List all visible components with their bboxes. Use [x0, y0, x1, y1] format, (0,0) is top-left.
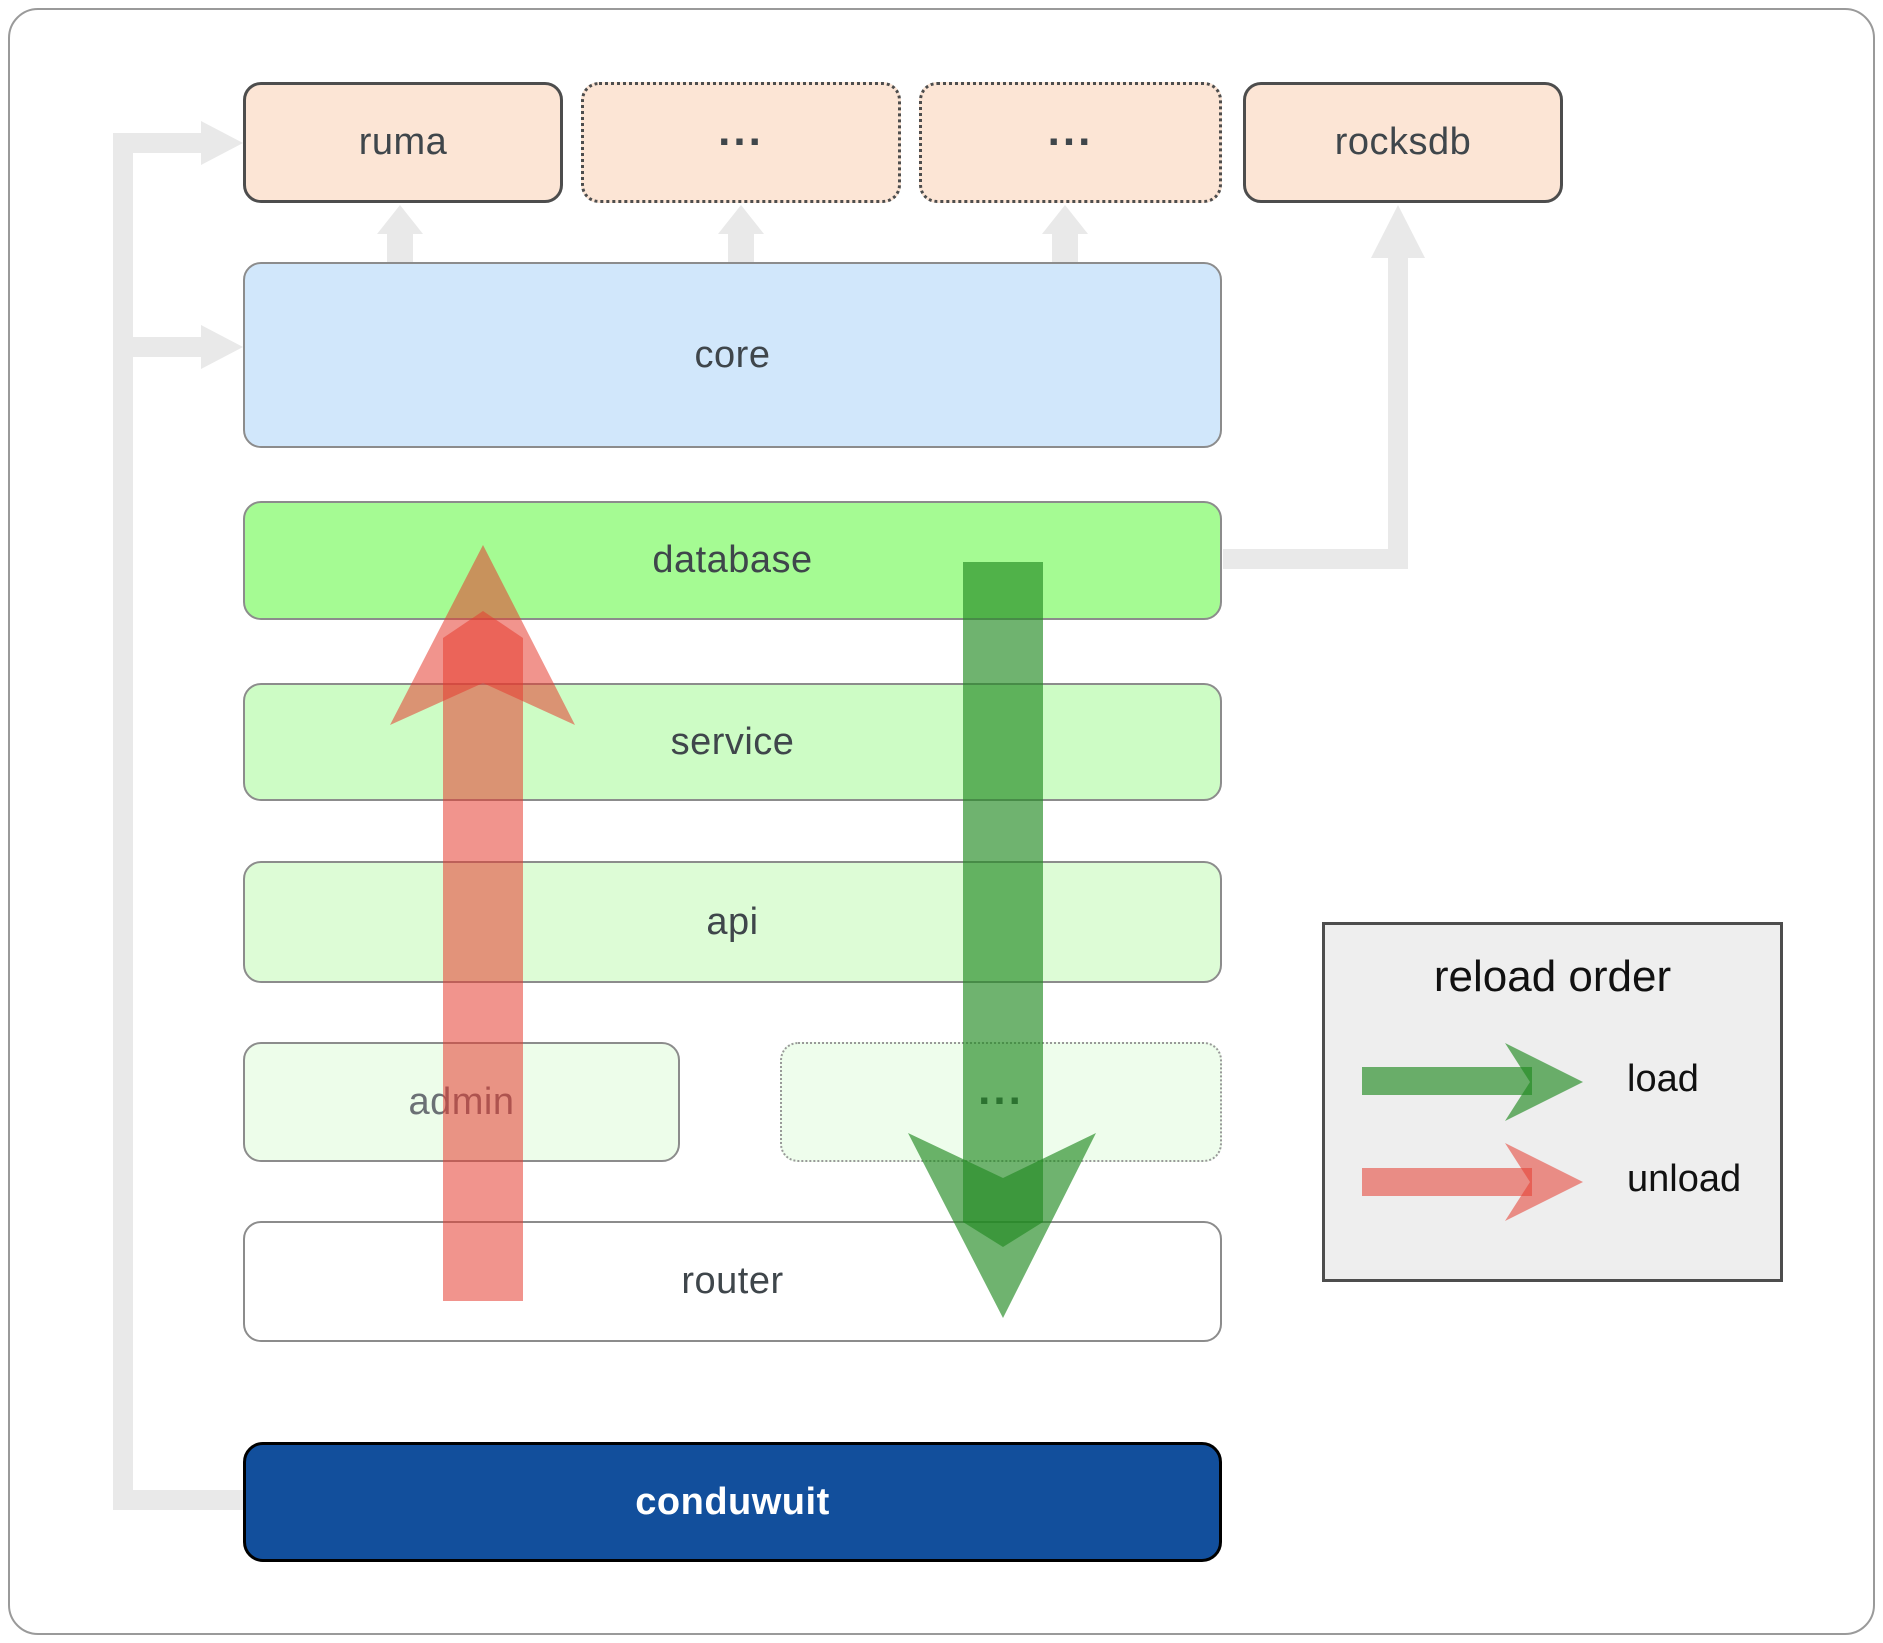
- box-rocksdb: rocksdb: [1243, 82, 1563, 203]
- box-more-services-label: ...: [978, 1065, 1024, 1114]
- box-router-label: router: [681, 1260, 784, 1302]
- box-dependency-2: ...: [919, 82, 1222, 203]
- box-database: database: [243, 501, 1222, 620]
- box-ruma-label: ruma: [358, 121, 448, 163]
- box-rocksdb-label: rocksdb: [1334, 121, 1472, 163]
- box-dependency-2-label: ...: [1047, 105, 1094, 155]
- box-database-label: database: [652, 539, 813, 581]
- box-core-label: core: [694, 333, 771, 376]
- box-admin: admin: [243, 1042, 680, 1162]
- box-api: api: [243, 861, 1222, 983]
- box-more-services: ...: [780, 1042, 1222, 1162]
- diagram-outer-frame: [8, 8, 1875, 1635]
- legend-unload-label: unload: [1627, 1158, 1742, 1200]
- box-core: core: [243, 262, 1222, 448]
- box-dependency-1: ...: [581, 82, 901, 203]
- box-dependency-1-label: ...: [718, 105, 764, 155]
- box-router: router: [243, 1221, 1222, 1342]
- legend-title: reload order: [1433, 952, 1672, 1001]
- box-conduwuit: conduwuit: [243, 1442, 1222, 1562]
- box-ruma: ruma: [243, 82, 563, 203]
- box-service: service: [243, 683, 1222, 801]
- box-admin-label: admin: [408, 1080, 515, 1123]
- box-api-label: api: [706, 900, 759, 943]
- legend-load-label: load: [1627, 1058, 1699, 1100]
- box-conduwuit-label: conduwuit: [635, 1480, 830, 1523]
- box-service-label: service: [670, 720, 795, 763]
